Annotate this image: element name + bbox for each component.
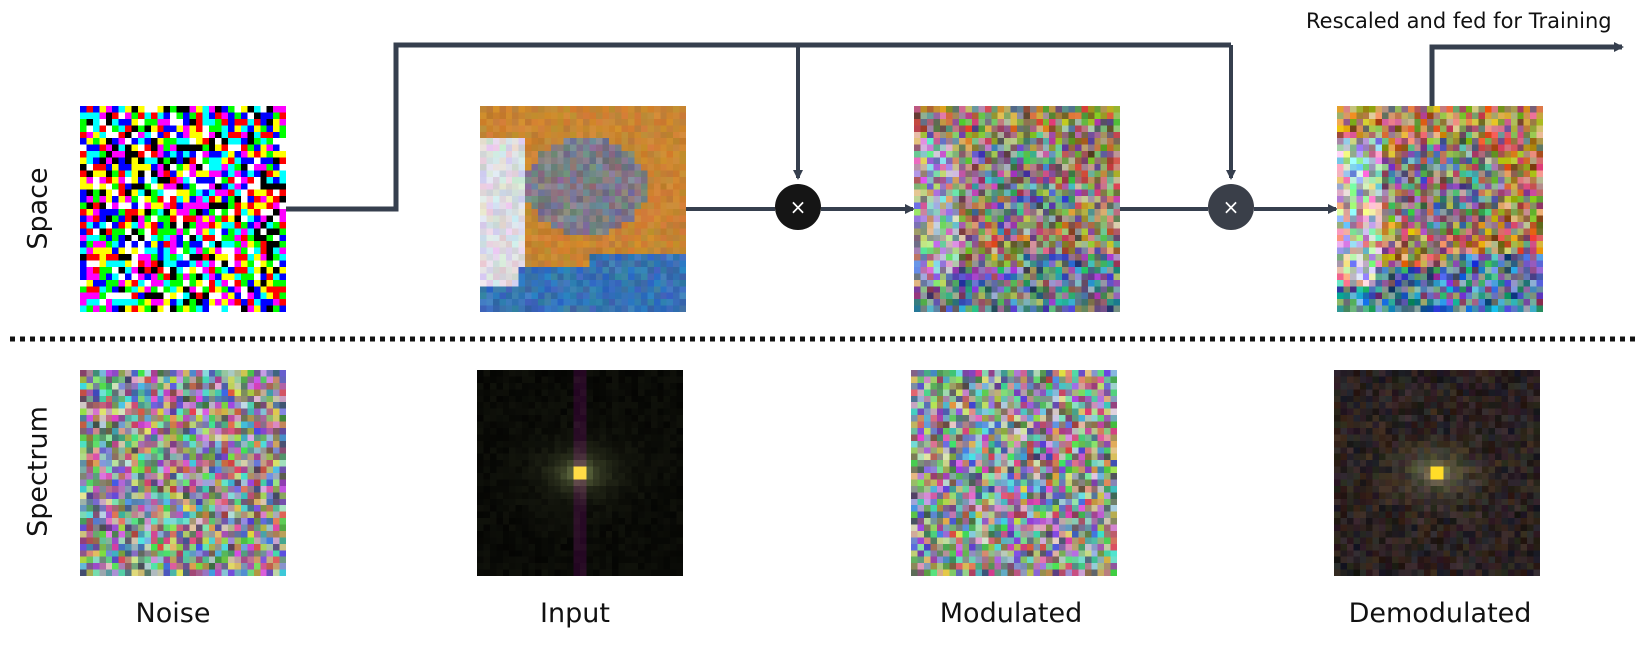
space-modulated-image	[914, 106, 1120, 312]
row-label-spectrum: Spectrum	[22, 406, 54, 537]
row-label-space: Space	[22, 167, 54, 250]
multiply-operator-2: ×	[1208, 184, 1254, 230]
spectrum-demodulated-image	[1334, 370, 1540, 576]
caption-modulated: Modulated	[939, 598, 1083, 629]
space-demodulated-image	[1337, 106, 1543, 312]
space-input-image	[480, 106, 686, 312]
caption-input: Input	[540, 598, 610, 629]
spectrum-input-image	[477, 370, 683, 576]
space-noise-image	[80, 106, 286, 312]
caption-demodulated: Demodulated	[1348, 598, 1532, 629]
caption-noise: Noise	[135, 598, 211, 629]
spectrum-noise-image	[80, 370, 286, 576]
multiply-operator-1: ×	[775, 184, 821, 230]
multiply-symbol: ×	[1222, 195, 1240, 219]
training-output-arrow	[1429, 42, 1624, 106]
multiply-symbol: ×	[789, 195, 807, 219]
spectrum-modulated-image	[911, 370, 1117, 576]
training-annotation: Rescaled and fed for Training	[1306, 9, 1612, 33]
noise-to-bus-line	[286, 42, 1231, 212]
